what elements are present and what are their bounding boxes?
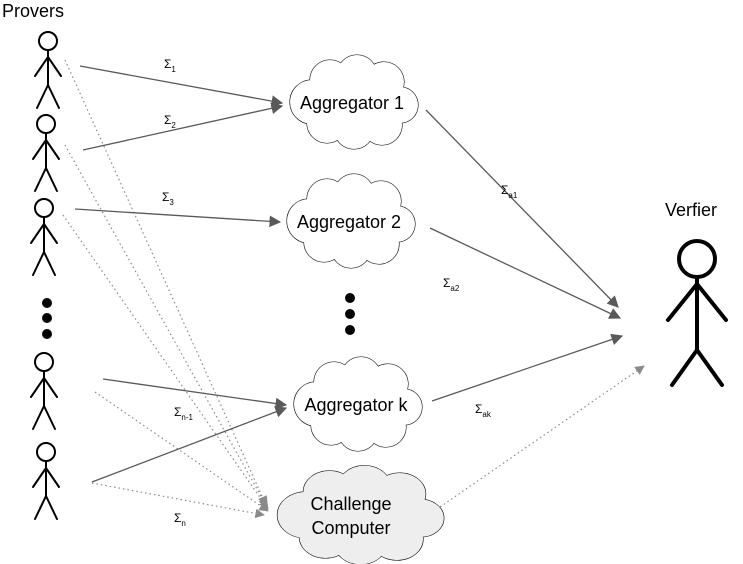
aggregator-1-label: Aggregator 1 — [300, 93, 404, 113]
edge-label-sigma-1: Σ1 — [164, 57, 176, 74]
aggregator-k-label: Aggregator k — [304, 395, 408, 415]
challenge-computer-cloud-fill — [277, 465, 444, 564]
edge-label-sigma-ak: Σak — [475, 402, 492, 419]
prover-n-minus-1 — [30, 352, 58, 430]
edge-label-sigma-n: Σn — [174, 511, 186, 528]
verifier-figure — [666, 239, 728, 387]
provers-title: Provers — [2, 1, 64, 21]
prover-n — [32, 442, 60, 520]
edge-label-sigma-3: Σ3 — [162, 190, 174, 207]
prover-1 — [34, 31, 62, 109]
prover-ellipsis-dots — [42, 298, 52, 339]
challenge-computer-line1: Challenge — [310, 494, 391, 514]
prover-2 — [32, 114, 60, 192]
edge-label-sigma-2: Σ2 — [164, 113, 176, 130]
edge-label-sigma-a2: Σa2 — [443, 276, 460, 293]
challenge-computer-line2: Computer — [311, 518, 390, 538]
aggregator-ellipsis-dots — [345, 293, 355, 335]
aggregator-2-label: Aggregator 2 — [297, 212, 401, 232]
verifier-title: Verfier — [665, 200, 717, 220]
edge-label-sigma-n-1: Σn-1 — [174, 405, 194, 422]
solid-edges — [74, 65, 624, 483]
prover-3 — [30, 198, 58, 276]
edge-label-sigma-a1: Σa1 — [501, 183, 518, 200]
dotted-edges — [62, 59, 645, 519]
